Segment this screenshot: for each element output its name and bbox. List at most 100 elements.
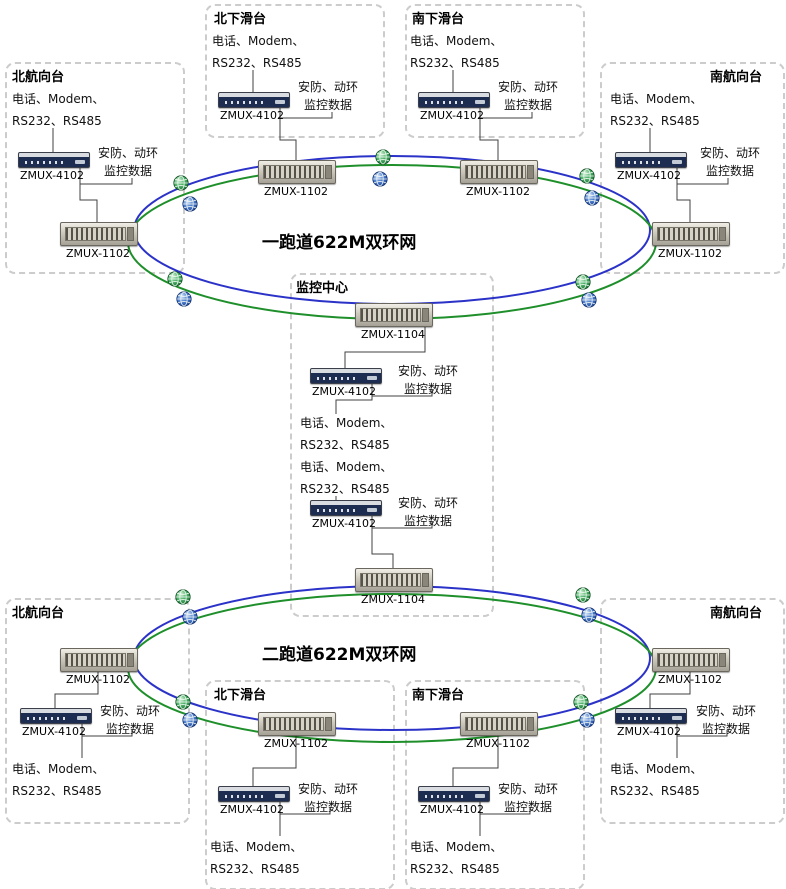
site-title: 南航向台 (710, 70, 763, 85)
security-monitor-label: 监控数据 (404, 382, 453, 396)
globe-icon (581, 292, 597, 308)
connector-line (79, 184, 98, 222)
security-monitor-label: 监控数据 (304, 98, 353, 112)
phone-services-label: 电话、Modem、 (610, 92, 703, 106)
globe-icon (372, 171, 388, 187)
phone-services-label: 电话、Modem、 (300, 416, 393, 430)
security-monitor-label: 安防、动环 (398, 496, 459, 510)
device-label: ZMUX-1104 (361, 328, 426, 341)
connector-line (479, 800, 531, 815)
device-label: ZMUX-1102 (66, 247, 131, 260)
connector-line (279, 118, 297, 160)
connector-line (54, 670, 99, 708)
phone-services-label: RS232、RS485 (210, 862, 300, 876)
ring2-green-fiber (127, 593, 657, 743)
phone-services-label: 电话、Modem、 (300, 460, 393, 474)
device-label: ZMUX-1104 (361, 593, 426, 606)
zmux-4102-device (615, 152, 687, 168)
phone-services-label: 电话、Modem、 (12, 92, 105, 106)
security-monitor-label: 安防、动环 (498, 80, 559, 94)
connector-line (344, 325, 426, 368)
connector-line (676, 166, 729, 185)
globe-icon (579, 712, 595, 728)
site-title: 监控中心 (296, 281, 349, 296)
site-title: 南航向台 (710, 606, 763, 621)
security-monitor-label: 监控数据 (504, 800, 553, 814)
security-monitor-label: 安防、动环 (700, 146, 761, 160)
site-title: 北下滑台 (214, 688, 267, 703)
site-box-r2-north-heading (5, 598, 190, 824)
device-label: ZMUX-1102 (658, 673, 723, 686)
device-label: ZMUX-4102 (617, 725, 682, 738)
phone-services-label: 电话、Modem、 (210, 840, 303, 854)
connector-line (452, 734, 499, 786)
device-label: ZMUX-4102 (22, 725, 87, 738)
phone-services-label: RS232、RS485 (300, 482, 390, 496)
device-label: ZMUX-1102 (264, 737, 329, 750)
connector-line (479, 106, 533, 119)
security-monitor-label: 监控数据 (104, 164, 153, 178)
device-label: ZMUX-4102 (420, 803, 485, 816)
security-monitor-label: 安防、动环 (696, 704, 757, 718)
phone-services-label: RS232、RS485 (410, 56, 500, 70)
connector-line (649, 670, 691, 708)
globe-icon (173, 175, 189, 191)
device-label: ZMUX-4102 (220, 803, 285, 816)
zmux-4102-device (418, 92, 490, 108)
connector-line (81, 722, 133, 737)
phone-services-label: 电话、Modem、 (12, 762, 105, 776)
security-monitor-label: 监控数据 (504, 98, 553, 112)
zmux-1102-device (60, 648, 138, 672)
site-box-r1-north-glide (205, 4, 385, 138)
zmux-1104-device (355, 568, 433, 592)
device-label: ZMUX-4102 (312, 517, 377, 530)
site-box-r1-north-heading (5, 62, 185, 274)
site-title: 北航向台 (12, 70, 65, 85)
site-title: 南下滑台 (412, 12, 465, 27)
zmux-4102-device (310, 368, 382, 384)
globe-icon (176, 291, 192, 307)
device-label: ZMUX-4102 (220, 109, 285, 122)
connector-line (335, 396, 373, 414)
device-label: ZMUX-4102 (312, 385, 377, 398)
zmux-4102-device (615, 708, 687, 724)
globe-icon (182, 712, 198, 728)
globe-icon (579, 168, 595, 184)
globe-icon (584, 190, 600, 206)
site-box-r1-south-glide (405, 4, 585, 138)
phone-services-label: RS232、RS485 (610, 784, 700, 798)
connector-line (279, 106, 333, 119)
connector-line (479, 118, 499, 160)
connector-line (676, 184, 691, 222)
device-label: ZMUX-1102 (66, 673, 131, 686)
ring2-label: 二跑道622M双环网 (262, 645, 417, 665)
security-monitor-label: 监控数据 (106, 722, 155, 736)
zmux-1102-device (258, 712, 336, 736)
security-monitor-label: 安防、动环 (398, 364, 459, 378)
connector-line (676, 722, 728, 737)
zmux-1102-device (460, 160, 538, 184)
globe-icon (175, 589, 191, 605)
phone-services-label: 电话、Modem、 (610, 762, 703, 776)
zmux-1102-device (652, 222, 730, 246)
security-monitor-label: 安防、动环 (98, 146, 159, 160)
globe-icon (182, 609, 198, 625)
device-label: ZMUX-1102 (466, 737, 531, 750)
zmux-1102-device (258, 160, 336, 184)
zmux-1102-device (60, 222, 138, 246)
device-label: ZMUX-1102 (466, 185, 531, 198)
site-box-r1-south-heading (600, 62, 785, 274)
zmux-1102-device (652, 648, 730, 672)
zmux-4102-device (310, 500, 382, 516)
phone-services-label: 电话、Modem、 (410, 34, 503, 48)
security-monitor-label: 安防、动环 (298, 782, 359, 796)
globe-icon (575, 274, 591, 290)
zmux-4102-device (218, 786, 290, 802)
phone-services-label: RS232、RS485 (12, 114, 102, 128)
device-label: ZMUX-4102 (20, 169, 85, 182)
device-label: ZMUX-4102 (617, 169, 682, 182)
site-box-monitor-center (290, 273, 494, 617)
security-monitor-label: 安防、动环 (498, 782, 559, 796)
